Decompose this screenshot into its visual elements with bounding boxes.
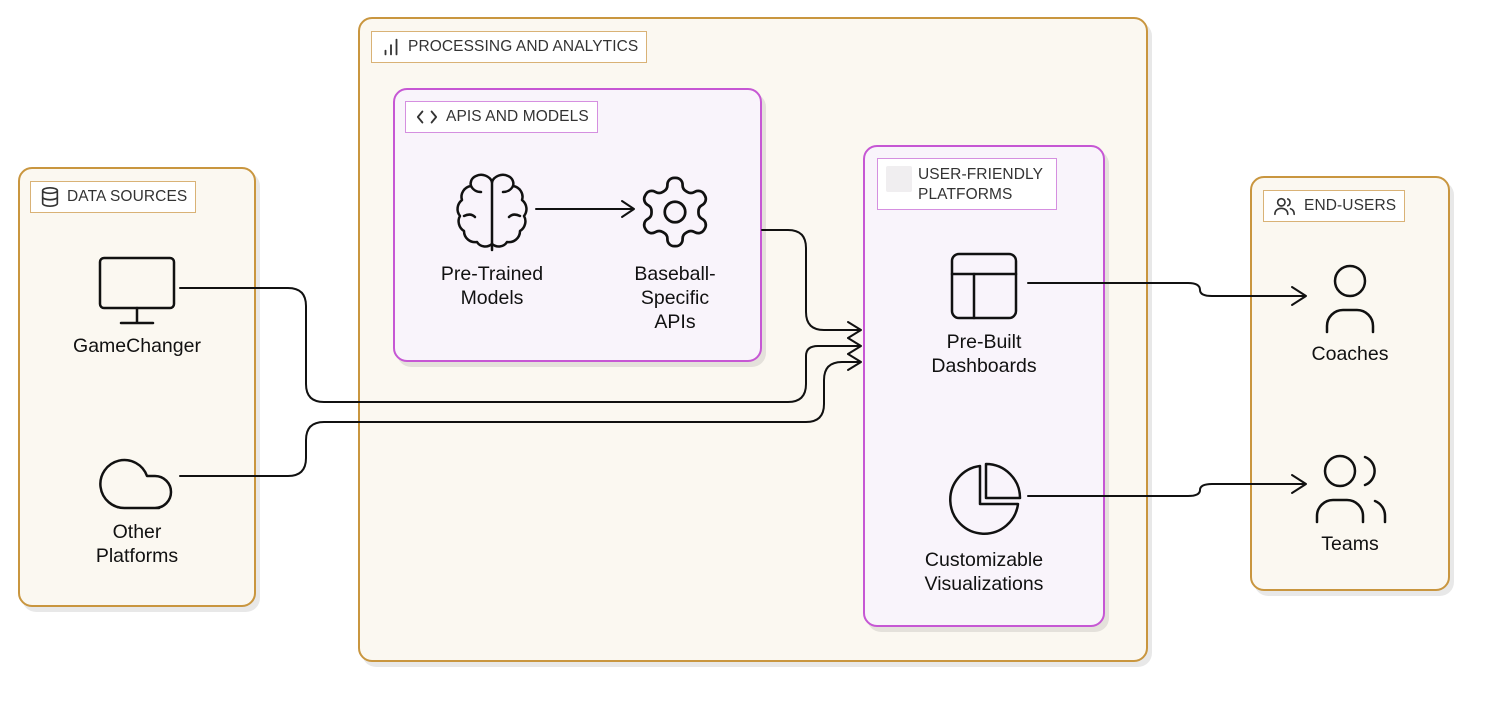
cloud-icon	[99, 458, 173, 510]
apis-and-models-tag: APIS AND MODELS	[405, 101, 598, 133]
data-sources-title: DATA SOURCES	[67, 188, 188, 205]
pre-built-dashboards-label: Pre-Built Dashboards	[931, 331, 1037, 377]
node-teams: Teams	[1280, 452, 1420, 556]
processing-analytics-tag: PROCESSING AND ANALYTICS	[371, 31, 648, 63]
processing-analytics-title: PROCESSING AND ANALYTICS	[408, 38, 639, 55]
gear-icon	[642, 176, 708, 248]
pre-trained-models-label: Pre-Trained Models	[440, 263, 544, 309]
users-icon	[1315, 454, 1387, 524]
users-icon	[1272, 195, 1298, 217]
node-pre-trained-models: Pre-Trained Models	[412, 170, 572, 310]
baseball-specific-apis-label: Baseball- Specific APIs	[634, 263, 716, 333]
layout-icon	[950, 252, 1018, 320]
pie-chart-icon	[949, 462, 1022, 535]
code-icon	[414, 106, 440, 128]
group-user-friendly-platforms	[863, 145, 1105, 627]
monitor-icon	[98, 256, 176, 325]
coaches-label: Coaches	[1311, 343, 1389, 365]
node-pre-built-dashboards: Pre-Built Dashboards	[904, 250, 1064, 378]
user-friendly-platforms-tag: USER-FRIENDLY PLATFORMS	[877, 158, 1057, 210]
end-users-title: END-USERS	[1304, 197, 1397, 214]
brain-icon	[456, 173, 528, 252]
other-platforms-label: Other Platforms	[95, 521, 179, 567]
node-other-platforms: Other Platforms	[37, 448, 237, 568]
node-gamechanger: GameChanger	[37, 254, 237, 358]
gamechanger-label: GameChanger	[73, 335, 201, 357]
data-sources-tag: DATA SOURCES	[30, 181, 197, 213]
user-friendly-platforms-title: USER-FRIENDLY PLATFORMS	[918, 166, 1044, 203]
group-end-users	[1250, 176, 1450, 591]
blank-icon	[886, 166, 912, 192]
teams-label: Teams	[1321, 533, 1379, 555]
apis-and-models-title: APIS AND MODELS	[446, 108, 589, 125]
node-coaches: Coaches	[1280, 262, 1420, 366]
node-baseball-specific-apis: Baseball- Specific APIs	[595, 170, 755, 334]
node-customizable-visualizations: Customizable Visualizations	[894, 460, 1074, 596]
customizable-visualizations-label: Customizable Visualizations	[924, 549, 1044, 595]
bar-chart-icon	[380, 36, 402, 58]
end-users-tag: END-USERS	[1263, 190, 1406, 222]
database-icon	[39, 186, 61, 208]
user-icon	[1325, 264, 1375, 334]
